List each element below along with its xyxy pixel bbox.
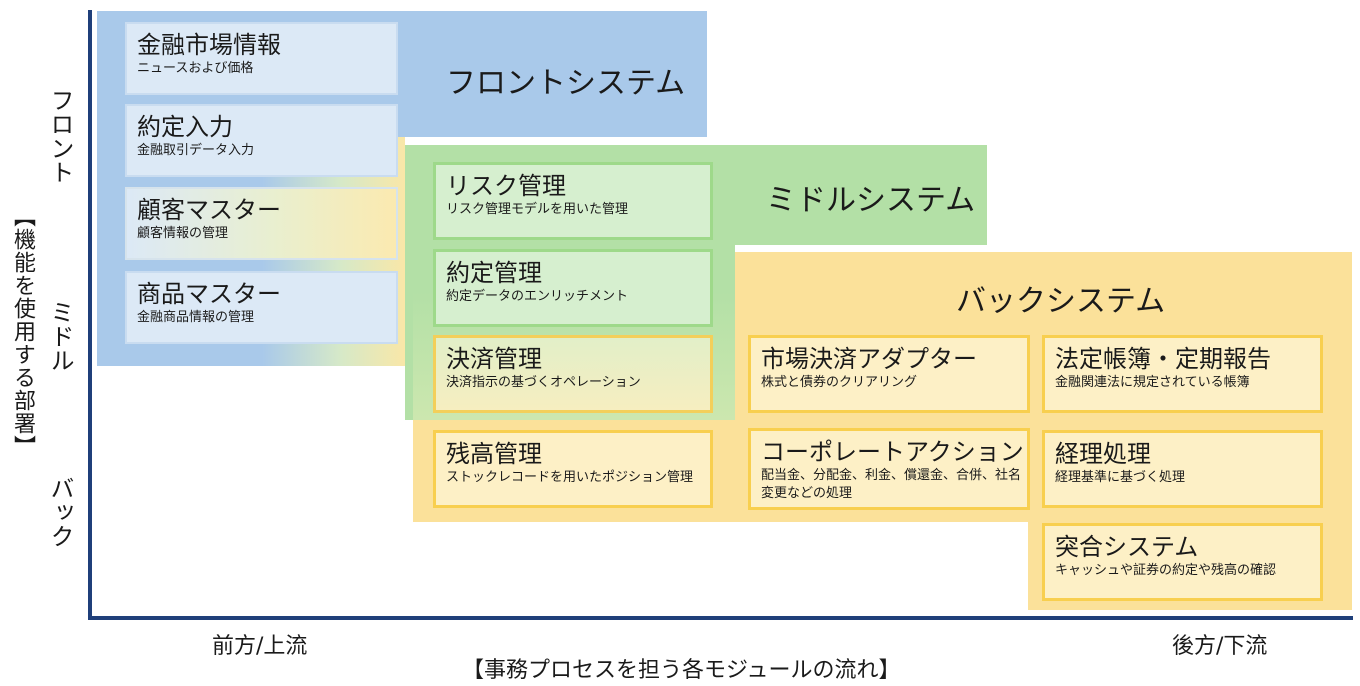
- module-title: 残高管理: [446, 440, 542, 468]
- module-description: ニュースおよび価格: [137, 61, 254, 76]
- module-title: 突合システム: [1055, 533, 1199, 561]
- module-title: 決済管理: [446, 345, 542, 373]
- module-trade-entry: 約定入力 金融取引データ入力: [125, 104, 398, 177]
- module-description: 約定データのエンリッチメント: [446, 289, 629, 304]
- x-tick-upstream: 前方/上流: [212, 634, 308, 659]
- x-tick-downstream: 後方/下流: [1172, 634, 1268, 659]
- module-title: コーポレートアクション: [761, 438, 1024, 466]
- x-axis-label: 【事務プロセスを担う各モジュールの流れ】: [462, 658, 901, 683]
- module-description: リスク管理モデルを用いた管理: [446, 202, 629, 217]
- front-system-title: フロントシステム: [446, 66, 686, 101]
- module-accounting: 経理処理 経理基準に基づく処理: [1042, 430, 1323, 508]
- module-balance-management: 残高管理 ストックレコードを用いたポジション管理: [433, 430, 713, 508]
- y-tick-front: フロント: [46, 88, 74, 184]
- module-product-master: 商品マスター 金融商品情報の管理: [125, 271, 398, 344]
- module-risk-management: リスク管理 リスク管理モデルを用いた管理: [433, 162, 713, 240]
- y-axis-line: [88, 10, 92, 620]
- module-market-info: 金融市場情報 ニュースおよび価格: [125, 22, 398, 95]
- module-customer-master: 顧客マスター 顧客情報の管理: [125, 187, 398, 260]
- module-trade-management: 約定管理 約定データのエンリッチメント: [433, 249, 713, 327]
- module-title: 商品マスター: [137, 280, 281, 308]
- y-tick-middle: ミドル: [46, 300, 74, 372]
- module-market-settlement-adapter: 市場決済アダプター 株式と債券のクリアリング: [748, 335, 1030, 413]
- module-description: 配当金、分配金、利金、償還金、合併、社名変更などの処理: [761, 468, 1022, 501]
- middle-system-title: ミドルシステム: [766, 183, 976, 218]
- module-description: ストックレコードを用いたポジション管理: [446, 470, 694, 485]
- y-axis-label: 【機能を使用する部署】: [10, 205, 35, 458]
- module-description: 顧客情報の管理: [137, 226, 229, 241]
- module-settlement-management: 決済管理 決済指示の基づくオペレーション: [433, 335, 713, 413]
- module-title: 経理処理: [1055, 440, 1151, 468]
- module-title: 金融市場情報: [137, 31, 281, 59]
- module-description: 金融取引データ入力: [137, 143, 255, 158]
- module-statutory-books: 法定帳簿・定期報告 金融関連法に規定されている帳簿: [1042, 335, 1323, 413]
- module-title: 約定入力: [137, 113, 233, 141]
- module-title: 法定帳簿・定期報告: [1055, 345, 1271, 373]
- module-title: 市場決済アダプター: [761, 345, 977, 373]
- module-description: 金融商品情報の管理: [137, 310, 255, 325]
- module-title: 顧客マスター: [137, 196, 281, 224]
- module-description: 金融関連法に規定されている帳簿: [1055, 375, 1250, 390]
- module-corporate-action: コーポレートアクション 配当金、分配金、利金、償還金、合併、社名変更などの処理: [748, 428, 1030, 510]
- module-title: リスク管理: [446, 172, 566, 200]
- module-description: 株式と債券のクリアリング: [761, 375, 918, 390]
- module-description: キャッシュや証券の約定や残高の確認: [1055, 563, 1277, 578]
- module-reconciliation: 突合システム キャッシュや証券の約定や残高の確認: [1042, 523, 1323, 601]
- module-description: 決済指示の基づくオペレーション: [446, 375, 641, 390]
- back-system-title: バックシステム: [956, 284, 1166, 319]
- module-description: 経理基準に基づく処理: [1055, 470, 1186, 485]
- y-tick-back: バック: [46, 476, 74, 548]
- x-axis-line: [88, 616, 1353, 620]
- module-title: 約定管理: [446, 259, 542, 287]
